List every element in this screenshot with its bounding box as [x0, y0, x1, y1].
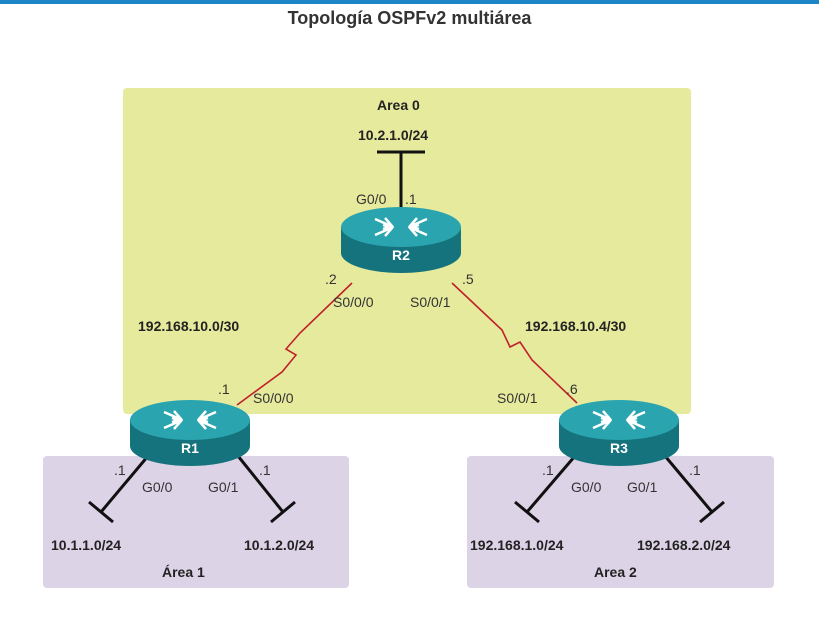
r3-g01-ip: .1: [689, 462, 701, 478]
area-1-region: [43, 456, 349, 588]
r1-g01-ip: .1: [259, 462, 271, 478]
r3-s001-ip: .6: [566, 381, 578, 397]
router-r2: R2: [339, 205, 463, 277]
r3-s001-label: S0/0/1: [497, 390, 538, 406]
diagram-title: Topología OSPFv2 multiárea: [287, 8, 532, 28]
router-r1: R1: [128, 398, 252, 470]
r1-g01-label: G0/1: [208, 479, 239, 495]
r2-s000-ip: .2: [325, 271, 337, 287]
r1-lan0-bar: [88, 500, 114, 524]
r2-g00-label: G0/0: [356, 191, 387, 207]
r1-lan1-network: 10.1.2.0/24: [244, 537, 315, 553]
r2-lan-network: 10.2.1.0/24: [358, 127, 429, 143]
area-2-label: Area 2: [594, 564, 637, 580]
r1-lan0-segment: [99, 455, 150, 513]
r2-g00-ip: .1: [405, 191, 417, 207]
r1-lan1-bar: [270, 500, 296, 524]
r3-g01-label: G0/1: [627, 479, 658, 495]
r2-s001-label: S0/0/1: [410, 294, 451, 310]
r1-s000-ip: .1: [218, 381, 230, 397]
r2-s000-label: S0/0/0: [333, 294, 374, 310]
header-rule: [0, 0, 819, 4]
r3-g00-ip: .1: [542, 462, 554, 478]
r1-lan1-segment: [236, 455, 285, 513]
r2-s001-ip: .5: [462, 271, 474, 287]
r3-lan0-segment: [525, 455, 577, 513]
router-r3-label: R3: [610, 440, 628, 456]
serial-link-r1-r2: [236, 282, 353, 406]
r3-lan0-network: 192.168.1.0/24: [470, 537, 564, 553]
router-r2-label: R2: [392, 247, 410, 263]
serial-link-r2-r3: [451, 282, 578, 404]
r3-lan1-network: 192.168.2.0/24: [637, 537, 731, 553]
r3-lan1-segment: [663, 455, 714, 513]
wan-r2-r3-network: 192.168.10.4/30: [525, 318, 627, 334]
router-r3: R3: [557, 398, 681, 470]
r1-g00-label: G0/0: [142, 479, 173, 495]
r3-lan1-bar: [699, 500, 725, 524]
area-1-label: Área 1: [162, 564, 205, 580]
r3-g00-label: G0/0: [571, 479, 602, 495]
r3-lan0-bar: [514, 500, 540, 524]
router-r1-label: R1: [181, 440, 199, 456]
r1-lan0-network: 10.1.1.0/24: [51, 537, 122, 553]
wan-r1-r2-network: 192.168.10.0/30: [138, 318, 240, 334]
router-icon: [130, 400, 250, 466]
router-icon: [559, 400, 679, 466]
area-0-label: Area 0: [377, 97, 420, 113]
r1-s000-label: S0/0/0: [253, 390, 294, 406]
area-2-region: [467, 456, 774, 588]
r1-g00-ip: .1: [114, 462, 126, 478]
router-icon: [341, 207, 461, 273]
